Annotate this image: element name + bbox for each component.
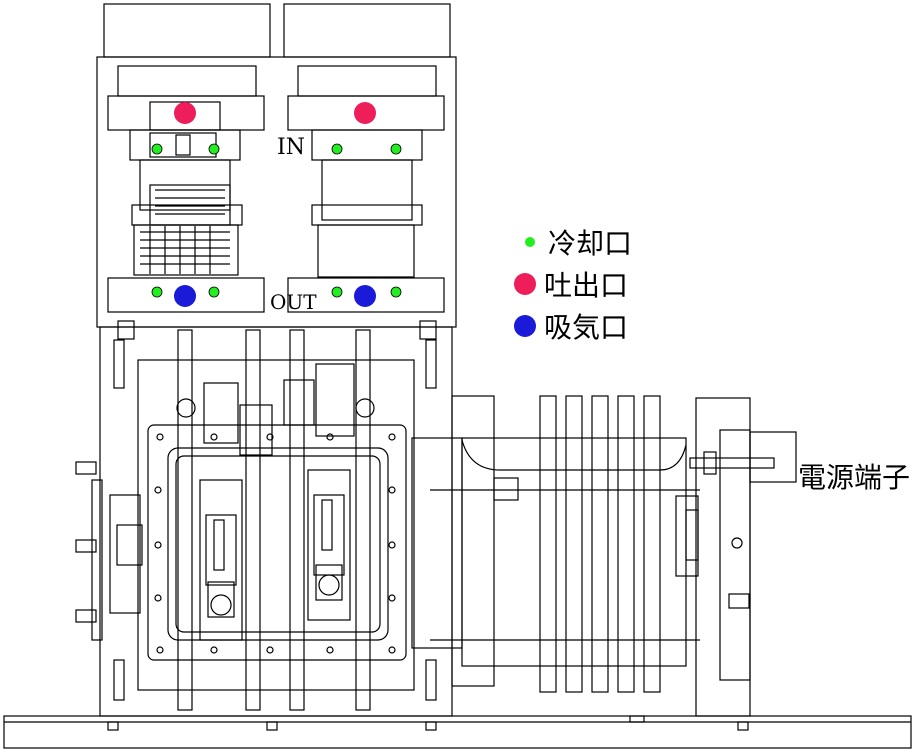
- cooling-dot-icon: [525, 237, 535, 247]
- intake-port: [174, 285, 196, 307]
- cooling-port: [208, 143, 220, 155]
- intake-dot-icon: [514, 315, 536, 337]
- legend-item-discharge: 吐出口: [514, 264, 628, 304]
- legend-label-cooling: 冷却口: [548, 227, 633, 260]
- cooling-port: [331, 286, 343, 298]
- motor: [411, 395, 797, 717]
- discharge-port: [174, 102, 196, 124]
- top-head-blocks: [96, 3, 457, 340]
- discharge-port: [354, 102, 376, 124]
- legend-label-intake: 吸気口: [544, 311, 629, 344]
- legend-item-intake: 吸気口: [514, 306, 628, 346]
- cooling-port: [390, 286, 402, 298]
- label-out: OUT: [270, 290, 317, 314]
- cooling-port: [331, 143, 343, 155]
- label-power-terminal: 電源端子: [798, 461, 911, 494]
- discharge-dot-icon: [514, 273, 536, 295]
- intake-port: [354, 285, 376, 307]
- pump-main-frame: [75, 326, 453, 717]
- cooling-port: [151, 286, 163, 298]
- cooling-port: [151, 143, 163, 155]
- legend-label-discharge: 吐出口: [544, 269, 629, 302]
- base-plate: [3, 715, 912, 749]
- legend-item-cooling: 冷却口: [520, 222, 632, 262]
- cooling-port: [390, 143, 402, 155]
- cooling-port: [208, 286, 220, 298]
- discharge-ports: [174, 102, 376, 124]
- label-in: IN: [277, 135, 305, 160]
- cooling-ports: [151, 143, 402, 298]
- intake-ports: [174, 285, 376, 307]
